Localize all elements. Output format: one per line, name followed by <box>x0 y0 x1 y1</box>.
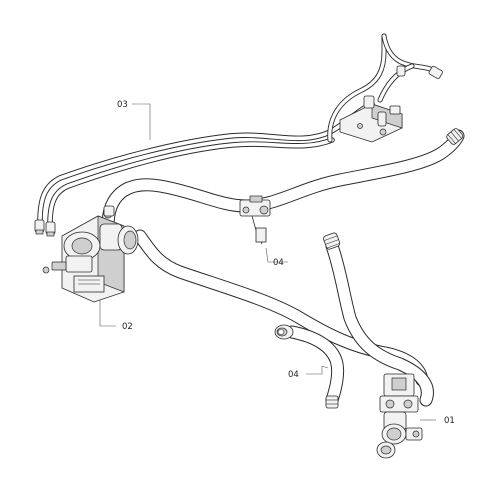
callout-02: 02 <box>122 322 133 332</box>
main-hose-upper <box>101 128 465 233</box>
right-vertical-hose <box>323 232 434 407</box>
callout-03: 03 <box>117 100 128 110</box>
hose-03-twin-tube <box>34 101 375 237</box>
mid-sensor-clip <box>239 195 271 245</box>
callout-04-upper: 04 <box>273 258 284 268</box>
callout-01: 01 <box>444 416 455 426</box>
short-hose-lower <box>274 324 345 409</box>
valve-assembly-01 <box>376 373 423 459</box>
top-valve-assembly <box>339 95 403 143</box>
leader-lines <box>99 103 436 421</box>
top-right-thin-tubes <box>327 33 443 143</box>
callout-04-lower: 04 <box>288 370 299 380</box>
pump-motor-assembly <box>42 205 139 303</box>
